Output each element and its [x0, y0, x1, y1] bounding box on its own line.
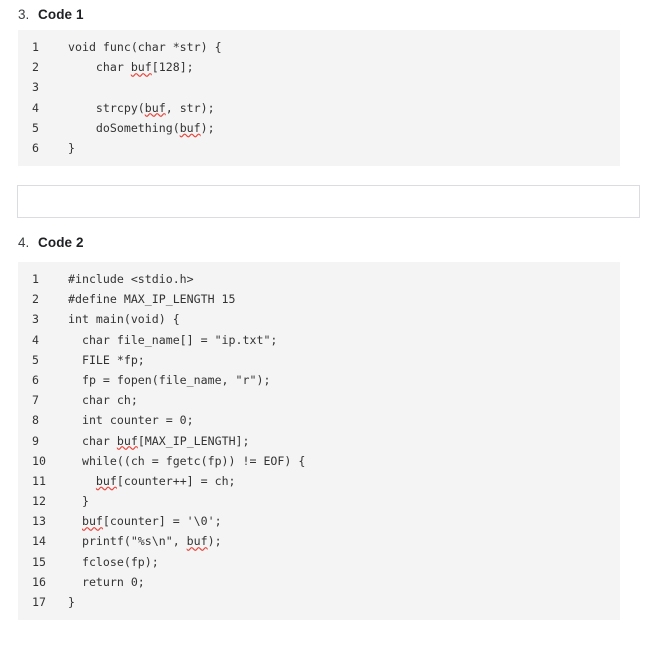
- spellcheck-underline: buf: [81, 514, 103, 529]
- code-line: 3 int main(void) {: [18, 309, 620, 329]
- code-line: 1 void func(char *str) {: [18, 37, 620, 57]
- question-item-code-1: 3. Code 1: [0, 6, 647, 24]
- code-line-text: buf[counter++] = ch;: [95, 473, 236, 488]
- spellcheck-underline: buf: [144, 100, 166, 115]
- code-line: 2 #define MAX_IP_LENGTH 15: [18, 289, 620, 309]
- code-line-text: int main(void) {: [68, 312, 180, 327]
- line-number: 4: [32, 332, 39, 347]
- code-line-text: int counter = 0;: [68, 413, 194, 428]
- code-line: 17}: [18, 592, 620, 612]
- line-number: 3: [32, 80, 39, 95]
- code-line: 15 fclose(fp);: [18, 552, 620, 572]
- code-line-text: fp = fopen(file_name, "r");: [68, 372, 271, 387]
- code-line-text: #include <stdio.h>: [68, 272, 194, 286]
- spellcheck-underline: buf: [116, 433, 138, 448]
- line-number: 17: [32, 595, 46, 609]
- line-number: 4: [32, 100, 39, 115]
- question-number: 3.: [18, 7, 30, 22]
- code-line: 5 FILE *fp;: [18, 350, 620, 370]
- question-heading-code-1: 3. Code 1: [0, 6, 647, 24]
- code-line: 5 doSomething(buf);: [18, 118, 620, 138]
- line-number: 11: [32, 473, 46, 488]
- code-line-text: return 0;: [68, 574, 145, 589]
- code-line: 3: [18, 77, 620, 97]
- question-heading-code-2: 4. Code 2: [0, 234, 647, 252]
- code-line: 6 fp = fopen(file_name, "r");: [18, 370, 620, 390]
- code-line: 11 buf[counter++] = ch;: [18, 471, 620, 491]
- line-number: 12: [32, 494, 46, 509]
- line-number: 6: [32, 140, 39, 155]
- code-line-text: while((ch = fgetc(fp)) != EOF) {: [68, 453, 306, 468]
- code-line: 7 char ch;: [18, 390, 620, 410]
- line-number: 10: [32, 453, 46, 468]
- code-line: 1 #include <stdio.h>: [18, 269, 620, 289]
- code-line: 6}: [18, 138, 620, 158]
- code-line-text: #define MAX_IP_LENGTH 15: [68, 292, 236, 307]
- code-line-text: }: [68, 494, 89, 509]
- code-line: 10 while((ch = fgetc(fp)) != EOF) {: [18, 451, 620, 471]
- answer-input-code-1[interactable]: [17, 185, 640, 218]
- line-number: 1: [32, 272, 39, 286]
- question-title: Code 2: [38, 235, 84, 250]
- line-number: 14: [32, 534, 46, 549]
- code-line-text: strcpy(buf, str);: [68, 100, 215, 115]
- code-line-text: char buf[MAX_IP_LENGTH];: [68, 433, 250, 448]
- spellcheck-underline: buf: [130, 60, 152, 75]
- line-number: 3: [32, 312, 39, 327]
- line-number: 7: [32, 393, 39, 408]
- code-line-text: void func(char *str) {: [68, 40, 222, 54]
- code-line-text: FILE *fp;: [68, 352, 145, 367]
- question-item-code-2: 4. Code 2: [0, 234, 647, 252]
- code-line: 16 return 0;: [18, 572, 620, 592]
- line-number: 2: [32, 60, 39, 75]
- spellcheck-underline: buf: [186, 534, 208, 549]
- code-block-2: 1 #include <stdio.h> 2 #define MAX_IP_LENGT…: [18, 262, 620, 621]
- code-line-text: }: [68, 140, 75, 155]
- code-line: 12 }: [18, 491, 620, 511]
- line-number: 2: [32, 292, 39, 307]
- code-line: 13 buf[counter] = '\0';: [18, 511, 620, 531]
- line-number: 6: [32, 372, 39, 387]
- code-block-1: 1 void func(char *str) { 2 char buf[128]; 3…: [18, 30, 620, 167]
- line-number: 8: [32, 413, 39, 428]
- code-line-text: char buf[128];: [68, 60, 194, 75]
- line-number: 16: [32, 574, 46, 589]
- code-line: 2 char buf[128];: [18, 57, 620, 77]
- code-line-text: printf("%s\n", buf);: [68, 534, 222, 549]
- spellcheck-underline: buf: [95, 473, 117, 488]
- line-number: 15: [32, 554, 46, 569]
- code-line-text: buf[counter] = '\0';: [81, 514, 222, 529]
- code-line-text: char file_name[] = "ip.txt";: [68, 332, 278, 347]
- line-number: 13: [32, 514, 46, 529]
- code-line-text: char ch;: [68, 393, 138, 408]
- code-line: 9 char buf[MAX_IP_LENGTH];: [18, 431, 620, 451]
- line-number: 5: [32, 352, 39, 367]
- line-number: 5: [32, 120, 39, 135]
- line-number: 9: [32, 433, 39, 448]
- code-line-text: fclose(fp);: [68, 554, 159, 569]
- code-line: 4 strcpy(buf, str);: [18, 98, 620, 118]
- line-number: 1: [32, 40, 39, 54]
- question-number: 4.: [18, 235, 30, 250]
- spellcheck-underline: buf: [179, 120, 201, 135]
- question-title: Code 1: [38, 7, 84, 22]
- code-line: 14 printf("%s\n", buf);: [18, 531, 620, 551]
- code-line: 8 int counter = 0;: [18, 410, 620, 430]
- code-line: 4 char file_name[] = "ip.txt";: [18, 330, 620, 350]
- code-line-text: doSomething(buf);: [68, 120, 215, 135]
- code-line-text: }: [68, 595, 75, 609]
